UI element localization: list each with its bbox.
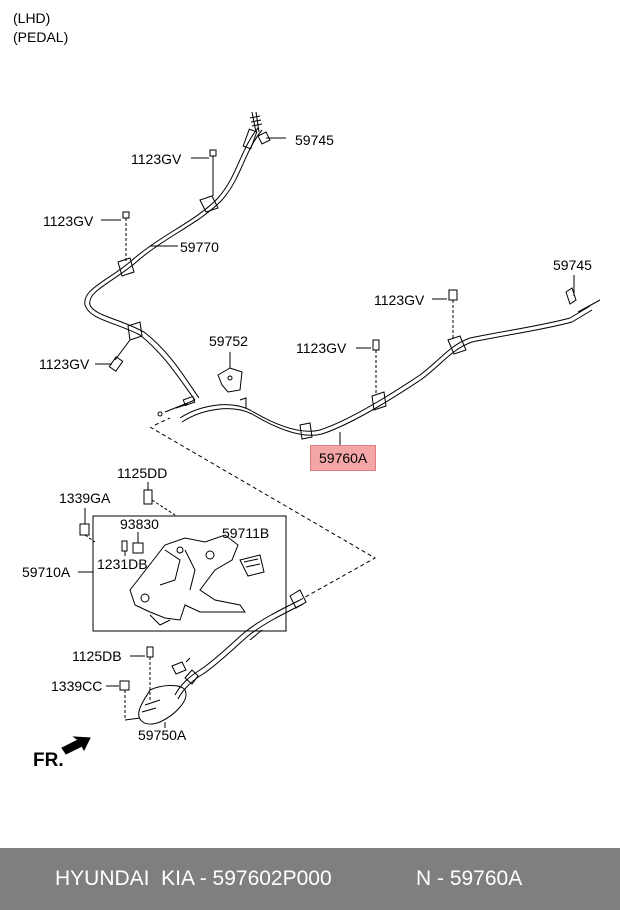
- footer-bar: HYUNDAI KIA - 597602P000 N - 59760A: [0, 848, 620, 910]
- bolt-1123gv-b: [101, 211, 135, 277]
- cable-59760a: [179, 299, 601, 436]
- bolt-1123gv-d: [432, 289, 467, 355]
- label-59745-top[interactable]: 59745: [295, 132, 334, 148]
- pedal-assembly: [129, 534, 246, 626]
- label-1339ga[interactable]: 1339GA: [59, 490, 111, 506]
- footer-brand-part: HYUNDAI KIA - 597602P000: [55, 867, 332, 890]
- bracket-59752: [217, 352, 243, 393]
- clip-59745-top: [257, 131, 286, 145]
- screw-1231db: [121, 540, 128, 556]
- cable-59750a: [138, 589, 307, 725]
- cable-59770: [84, 127, 263, 401]
- pedal-pad-59711b: [239, 554, 265, 577]
- parking-brake-cable-diagram: [61, 111, 601, 755]
- label-93830[interactable]: 93830: [120, 516, 159, 532]
- bolt-1123gv-a: [191, 149, 217, 196]
- reference-lines: [149, 417, 377, 601]
- label-1125db[interactable]: 1125DB: [72, 648, 122, 664]
- label-59711b[interactable]: 59711B: [222, 525, 270, 541]
- direction-label: FR.: [33, 750, 64, 771]
- cable-left-end: [157, 395, 196, 417]
- label-59745-right[interactable]: 59745: [553, 257, 592, 273]
- bolt-1125db: [130, 646, 154, 700]
- header-lhd: (LHD): [13, 10, 51, 26]
- bolt-1123gv-c: [95, 321, 143, 372]
- nut-1339ga: [79, 508, 96, 543]
- label-1231db[interactable]: 1231DB: [97, 556, 148, 572]
- switch-93830: [132, 532, 144, 554]
- bolt-1125dd: [143, 482, 176, 516]
- pedal-assembly-box: [78, 515, 287, 632]
- label-59752[interactable]: 59752: [209, 333, 248, 349]
- label-1123gv-b[interactable]: 1123GV: [43, 213, 94, 229]
- label-1123gv-a[interactable]: 1123GV: [131, 151, 182, 167]
- clip-small: [171, 657, 191, 675]
- label-59770[interactable]: 59770: [180, 239, 219, 255]
- bolt-1123gv-e: [356, 339, 387, 411]
- bracket-a: [199, 195, 219, 213]
- label-1123gv-c[interactable]: 1123GV: [39, 356, 90, 372]
- label-59750a[interactable]: 59750A: [138, 727, 187, 743]
- clip-59745-right: [565, 275, 577, 305]
- label-1339cc[interactable]: 1339CC: [51, 678, 103, 694]
- nut-1339cc: [106, 680, 141, 721]
- arrow-forward-icon: [61, 736, 91, 755]
- footer-part-number: N - 59760A: [416, 867, 523, 890]
- cable-end-top: [242, 111, 263, 150]
- label-59760a-highlighted[interactable]: 59760A: [310, 445, 377, 471]
- label-59710a[interactable]: 59710A: [22, 564, 71, 580]
- parts-diagram-area: (LHD) (PEDAL) 59745 1123GV 1123GV 59770 …: [13, 10, 601, 771]
- label-1125dd[interactable]: 1125DD: [117, 465, 168, 481]
- label-1123gv-e[interactable]: 1123GV: [296, 340, 347, 356]
- label-1123gv-d[interactable]: 1123GV: [374, 292, 425, 308]
- clamp-mid: [239, 397, 313, 440]
- header-pedal: (PEDAL): [13, 29, 69, 45]
